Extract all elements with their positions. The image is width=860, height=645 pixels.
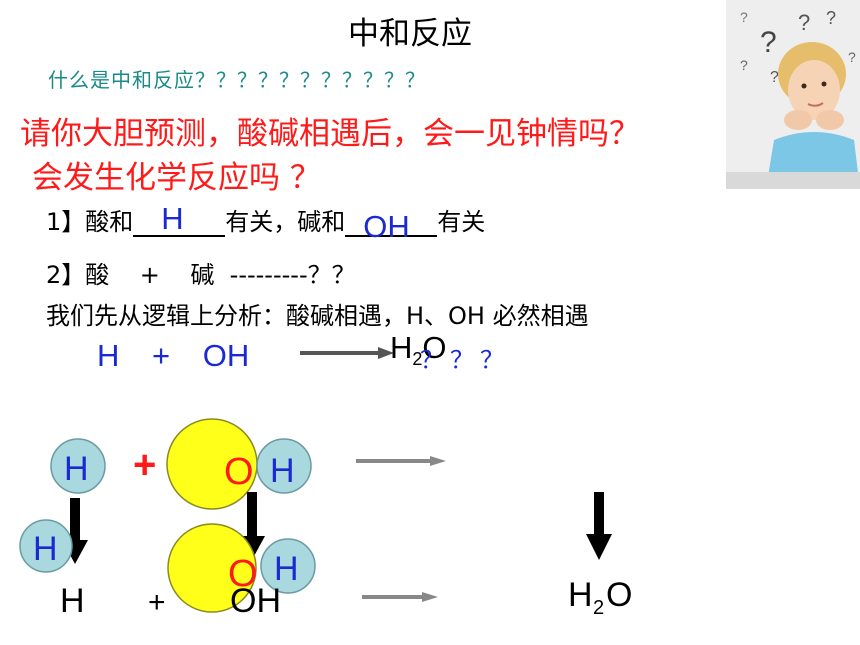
step-2-line: 2】酸 + 碱 ---------？？ [46,261,356,289]
bottom-oh-label: OH [230,582,281,620]
blank-2: OH [345,209,438,244]
equation-oh: OH [202,338,250,373]
equation-product-h: H [390,330,413,365]
h-atom-on-oh-bottom-label: H [274,550,299,588]
equation-product-sub: 2 [412,349,423,370]
question-text: 什么是中和反应？？？？？？？？？？？ [48,68,426,92]
prediction-line-2: 会发生化学反应吗 ？ [32,160,321,196]
prediction-line-1: 请你大胆预测，酸碱相遇后，会一见钟情吗？ [20,116,640,152]
blank-2-answer: OH [363,209,410,244]
analysis-line: 我们先从逻辑上分析：酸碱相遇，H、OH 必然相遇 [46,302,589,330]
equation-product: H2O [390,330,447,370]
equation-question-marks: ？？？ [420,346,510,374]
bottom-plus-label: + [148,586,166,619]
page-title: 中和反应 [348,16,472,52]
thinking-child-photo: ? ? ? ? ? ? ? [726,0,860,189]
step-1-middle: 有关，碱和 [225,208,346,236]
photo-mark: ? [826,8,836,28]
photo-mark: ? [770,69,779,86]
prediction-block: 请你大胆预测，酸碱相遇后，会一见钟情吗？ 会发生化学反应吗 ？ [20,112,640,200]
reaction-diagram: H + O H H O H H + OH H 2 O [19,418,632,620]
down-arrow-middle-icon [247,492,257,538]
h-atom-on-oh-top [256,438,312,494]
photo-mark: ? [848,49,856,65]
photo-mark: ? [798,10,810,35]
h-atom-on-oh-bottom [260,538,316,594]
down-arrow-left-icon [70,498,80,542]
o-atom-bottom [167,523,257,613]
child-illustration: ? ? ? ? ? ? ? [726,0,860,189]
equation-h: H [97,338,120,373]
equation-product-o: O [422,330,447,365]
h-atom-on-oh-top-label: H [270,452,295,490]
water-o-label: O [606,576,632,614]
water-subscript: 2 [593,597,604,619]
photo-mark: ? [740,9,748,25]
blank-1-answer: H [161,201,184,236]
step-1-prefix: 1】酸和 [46,208,134,236]
o-atom-top-label: O [224,451,254,493]
equation-plus: + [152,338,171,373]
step-1-line: 1】酸和 H 有关，碱和 OH 有关 [46,201,486,244]
step-1-suffix: 有关 [437,208,486,236]
h-atom-top [50,438,106,494]
h-atom-bottom [19,519,73,573]
photo-mark: ? [760,26,777,59]
bottom-arrow-head-icon [422,592,438,602]
top-arrow-head-icon [430,456,446,466]
o-atom-bottom-label: O [228,553,258,595]
h-atom-top-label: H [64,450,89,488]
equation-arrow-icon [300,347,394,359]
h-atom-bottom-label: H [33,530,58,568]
down-arrow-right-icon [594,492,604,536]
equation-line: H + OH [97,338,249,374]
bottom-h-label: H [60,582,85,620]
blank-1: H [133,201,226,237]
diagram-plus: + [133,443,156,487]
water-h-label: H [568,576,593,614]
photo-mark: ? [740,57,748,73]
